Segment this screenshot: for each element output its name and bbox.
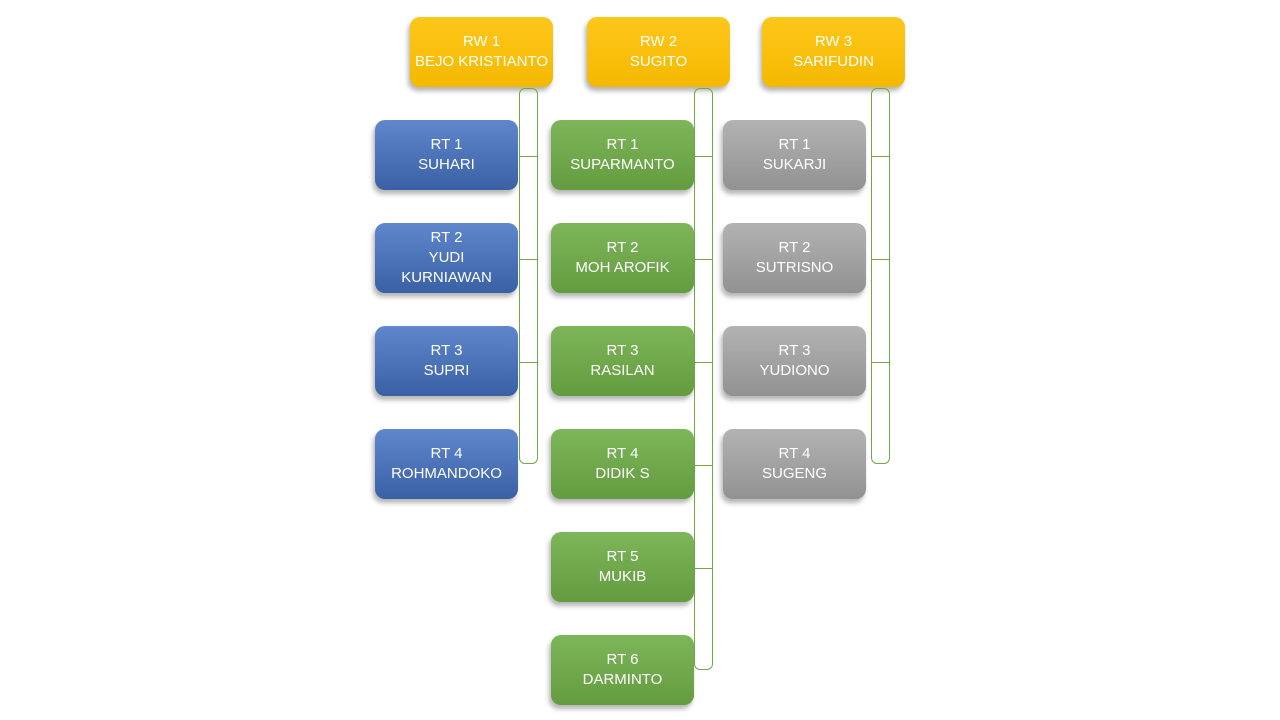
leader-name: ROHMANDOKO	[391, 465, 502, 482]
unit-label: RT 1	[430, 136, 463, 153]
unit-label: RT 4	[430, 445, 463, 462]
leader-name: SUTRISNO	[755, 259, 834, 276]
rw1-rt3-box: RT 3 SUPRI	[375, 326, 518, 396]
unit-label: RT 3	[778, 342, 811, 359]
rw3-rt1-box: RT 1 SUKARJI	[723, 120, 866, 190]
leader-name: YUDIONO	[759, 362, 830, 379]
unit-label: RT 5	[606, 548, 639, 565]
rw2-rt1-box: RT 1 SUPARMANTO	[551, 120, 694, 190]
unit-label: RT 6	[606, 651, 639, 668]
connector-ladder-rw3	[871, 88, 890, 464]
leader-name: SUGITO	[629, 53, 688, 70]
rw3-leader-box: RW 3 SARIFUDIN	[762, 17, 905, 87]
connector-ladder-rw1	[519, 88, 538, 464]
leader-name: DARMINTO	[582, 671, 663, 688]
rw2-rt2-box: RT 2 MOH AROFIK	[551, 223, 694, 293]
unit-label: RW 2	[639, 33, 678, 50]
leader-name: SUPARMANTO	[570, 156, 675, 173]
leader-name: SUGENG	[761, 465, 827, 482]
leader-name: SUPRI	[423, 362, 470, 379]
unit-label: RT 3	[606, 342, 639, 359]
leader-name: BEJO KRISTIANTO	[414, 53, 549, 70]
leader-name: DIDIK S	[595, 465, 650, 482]
leader-name: RASILAN	[590, 362, 655, 379]
leader-name: YUDI	[428, 249, 465, 266]
rw1-leader-box: RW 1 BEJO KRISTIANTO	[410, 17, 553, 87]
unit-label: RT 3	[430, 342, 463, 359]
rw2-leader-box: RW 2 SUGITO	[587, 17, 730, 87]
leader-name: SUKARJI	[762, 156, 827, 173]
rw1-rt4-box: RT 4 ROHMANDOKO	[375, 429, 518, 499]
rw3-rt2-box: RT 2 SUTRISNO	[723, 223, 866, 293]
unit-label: RT 4	[606, 445, 639, 462]
connector-ladder-rw2	[694, 88, 713, 670]
rw2-rt4-box: RT 4 DIDIK S	[551, 429, 694, 499]
unit-label: RT 4	[778, 445, 811, 462]
rw3-rt3-box: RT 3 YUDIONO	[723, 326, 866, 396]
unit-label: RT 1	[778, 136, 811, 153]
rw1-rt1-box: RT 1 SUHARI	[375, 120, 518, 190]
leader-name: SARIFUDIN	[793, 53, 874, 70]
rw1-rt2-box: RT 2 YUDI KURNIAWAN	[375, 223, 518, 293]
leader-name: SUHARI	[418, 156, 475, 173]
unit-label: RW 1	[462, 33, 501, 50]
leader-name: MUKIB	[598, 568, 647, 585]
unit-label: RW 3	[814, 33, 853, 50]
leader-name: KURNIAWAN	[401, 269, 492, 286]
rw2-rt3-box: RT 3 RASILAN	[551, 326, 694, 396]
rw3-rt4-box: RT 4 SUGENG	[723, 429, 866, 499]
leader-name: MOH AROFIK	[575, 259, 670, 276]
rw2-rt6-box: RT 6 DARMINTO	[551, 635, 694, 705]
rw2-rt5-box: RT 5 MUKIB	[551, 532, 694, 602]
unit-label: RT 1	[606, 136, 639, 153]
unit-label: RT 2	[606, 239, 639, 256]
unit-label: RT 2	[778, 239, 811, 256]
unit-label: RT 2	[430, 229, 463, 246]
